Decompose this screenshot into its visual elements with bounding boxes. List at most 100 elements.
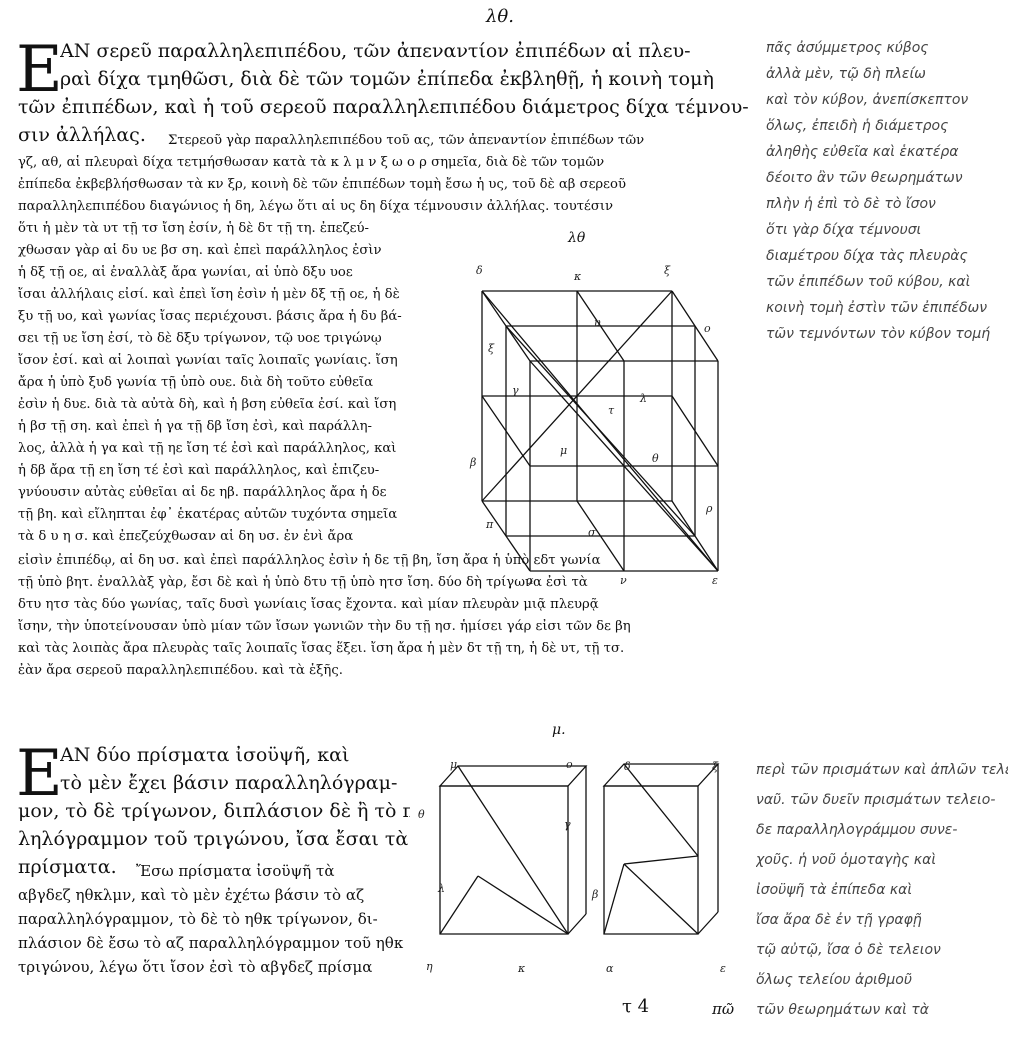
- point-label: γ: [564, 818, 571, 831]
- proof-line: παραλληλόγραμμον, τὸ δὲ τὸ ηθκ τρίγωνον,…: [18, 910, 378, 928]
- prop1-head-line: σιν ἀλλήλας.: [18, 124, 146, 146]
- point-label: ο: [566, 758, 573, 771]
- margin-note-line: ἴσα ἄρα δὲ ἐν τῇ γραφῇ: [756, 912, 922, 928]
- margin-note-line: χοῦς. ἡ νοῦ ὁμοταγὴς καὶ: [756, 852, 937, 868]
- proof-line: γζ, αθ, αἱ πλευραὶ δίχα τετμήσθωσαν κατὰ…: [18, 155, 605, 170]
- proof-line: εἰσὶν ἐπιπέδῳ, αἱ δη υσ. καὶ ἐπεὶ παράλλ…: [18, 553, 601, 568]
- margin-note-line: διαμέτρου δίχα τὰς πλευρὰς: [766, 248, 968, 264]
- margin-note-line: κοινὴ τομὴ ἐστὶν τῶν ἐπιπέδων: [766, 300, 988, 316]
- margin-note-line: δε παραλληλογράμμου συνε-: [756, 822, 958, 838]
- figure1-cube-diagram: [481, 290, 719, 572]
- proof-line: καὶ τὰς λοιπὰς ἄρα πλευρὰς ταῖς λοιπαῖς …: [18, 641, 625, 656]
- margin-note-line: ἀλλὰ μὲν, τῷ δὴ πλείω: [766, 66, 926, 82]
- proof-line: δτυ ητσ τὰς δύο γωνίας, ταῖς δυσὶ γωνίαι…: [18, 597, 599, 612]
- edge: [697, 911, 719, 935]
- point-label: β: [470, 456, 477, 469]
- margin-note-line: ὅλως, ἐπειδὴ ἡ διάμετρος: [766, 118, 949, 134]
- catchword: πῶ: [712, 1000, 735, 1018]
- margin-note-line: ὅλως τελείου ἀριθμοῦ: [756, 972, 912, 988]
- proof-line: τὰ δ υ η σ. καὶ ἐπεζεύχθωσαν αἱ δη υσ. ἐ…: [18, 529, 354, 544]
- prop1-head-line: ραὶ δίχα τμηθῶσι, διὰ δὲ τῶν τομῶν ἐπίπε…: [60, 68, 714, 90]
- figure1-title: λθ: [568, 230, 586, 246]
- proof-line: τῇ ὑπὸ βητ. ἐναλλὰξ γὰρ, ἔσι δὲ καὶ ἡ ὑπ…: [18, 575, 588, 590]
- proof-line: ἡ δξ τῇ οε, αἱ ἐναλλὰξ ἄρα γωνίαι, αἱ ὑπ…: [18, 265, 353, 280]
- point-label: θ: [652, 452, 659, 465]
- edge: [481, 395, 531, 467]
- margin-note-line: ἀληθὴς εὐθεῖα καὶ ἑκατέρα: [766, 144, 959, 160]
- prop2-head-line: πρίσματα.: [18, 856, 117, 878]
- point-label: β: [592, 888, 599, 901]
- point-label: τ: [608, 404, 615, 417]
- edge: [439, 875, 479, 935]
- proof-line: ἴσαι ἀλλήλαις εἰσί. καὶ ἐπεὶ ἴση ἐσὶν ἡ …: [18, 287, 400, 302]
- page-number: λθ.: [486, 6, 514, 27]
- point-label: δ: [624, 760, 631, 773]
- diagonal: [529, 360, 719, 572]
- point-label: η: [426, 960, 433, 973]
- diagonal: [623, 763, 699, 857]
- proof-line: παραλληλεπιπέδου διαγώνιος ἡ δη, λέγω ὅτ…: [18, 199, 614, 214]
- proof-line: Στερεοῦ γὰρ παραλληλεπιπέδου τοῦ ας, τῶν…: [168, 133, 645, 148]
- proof-line: ἄρα ἡ ὑπὸ ξυδ γωνία τῇ ὑπὸ ουε. διὰ δὴ τ…: [18, 375, 373, 390]
- prop2-head-line: AN δύο πρίσματα ἰσοϋψῆ, καὶ: [60, 744, 350, 766]
- edge: [623, 855, 699, 865]
- edge: [603, 863, 625, 935]
- point-label: θ: [418, 808, 425, 821]
- margin-note-line: τῷ αὐτῷ, ἴσα ὁ δὲ τελειον: [756, 942, 941, 958]
- proof-line: Ἔσω πρίσματα ἰσοϋψῆ τὰ: [136, 862, 335, 880]
- point-label: μ: [560, 444, 568, 457]
- point-label: α: [606, 962, 614, 975]
- drop-cap: E: [16, 737, 63, 811]
- point-label: ρ: [706, 502, 713, 515]
- proof-line: λος, ἀλλὰ ἡ γα καὶ τῇ ηε ἴση τέ ἐσὶ καὶ …: [18, 441, 397, 456]
- proof-line: σει τῇ υε ἴση ἐσί, τὸ δὲ δξυ τρίγωνον, τ…: [18, 331, 382, 346]
- point-label: σ: [588, 526, 596, 539]
- proof-line: ξυ τῇ υο, καὶ γωνίας ἴσας περιέχουσι. βά…: [18, 309, 402, 324]
- point-label: π: [486, 518, 494, 531]
- proof-line: αβγδεζ ηθκλμν, καὶ τὸ μὲν ἐχέτω βάσιν τὸ…: [18, 886, 365, 904]
- drop-cap: E: [16, 33, 63, 107]
- point-label: λ: [438, 882, 445, 895]
- margin-note-line: περὶ τῶν πρισμάτων καὶ ἀπλῶν τελείων: [756, 762, 1008, 778]
- proof-line: ἡ βσ τῇ ση. καὶ ἐπεὶ ἡ γα τῇ δβ ἴση ἐσὶ,…: [18, 419, 372, 434]
- figure2-title: μ.: [552, 722, 566, 738]
- margin-note-line: δέοιτο ἂν τῶν θεωρημάτων: [766, 170, 963, 186]
- margin-note-line: πᾶς ἀσύμμετρος κύβος: [766, 40, 929, 56]
- point-label: κ: [518, 962, 526, 975]
- edge: [671, 395, 719, 467]
- diagonal: [457, 765, 569, 935]
- proof-line: ἴσον ἐσί. καὶ αἱ λοιπαὶ γωνίαι ταῖς λοιπ…: [18, 353, 398, 368]
- edge: [623, 863, 699, 935]
- margin-note-line: καὶ τὸν κύβον, ἀνεπίσκεπτον: [766, 92, 969, 108]
- prop2-head-line: τὸ μὲν ἔχει βάσιν παραλληλόγραμ-: [60, 772, 398, 794]
- proof-line: ἴσην, τὴν ὑποτείνουσαν ὑπὸ μίαν τῶν ἴσων…: [18, 619, 631, 634]
- prop1-head-line: τῶν ἐπιπέδων, καὶ ἡ τοῦ σερεοῦ παραλληλε…: [18, 96, 749, 118]
- proof-line: ἐσὶν ἡ δυε. διὰ τὰ αὐτὰ δὴ, καὶ ἡ βση εὐ…: [18, 397, 397, 412]
- point-label: γ: [512, 384, 519, 397]
- proof-line: ἡ δβ ἄρα τῇ εη ἴση τέ ἐσὶ καὶ παράλληλος…: [18, 463, 380, 478]
- margin-note-line: τῶν τεμνόντων τὸν κύβον τομή: [766, 326, 991, 342]
- proof-line: ἐὰν ἄρα σερεοῦ παραλληλεπιπέδου. καὶ τὰ …: [18, 663, 343, 678]
- edge: [477, 875, 569, 935]
- point-label: λ: [640, 392, 647, 405]
- point-label: ε: [712, 574, 718, 587]
- signature-mark: τ 4: [622, 996, 650, 1017]
- point-label: ν: [620, 574, 627, 587]
- face: [603, 785, 699, 935]
- margin-note-line: ἰσοϋψῆ τὰ ἐπίπεδα καὶ: [756, 882, 913, 898]
- edge: [567, 913, 587, 935]
- margin-note-line: ναῦ. τῶν δυεῖν πρισμάτων τελειο-: [756, 792, 996, 808]
- point-label: ξ: [488, 342, 495, 355]
- face: [602, 763, 720, 787]
- proof-line: γνύουσιν αὐτὰς εὐθεῖαι αἱ δε ηβ. παράλλη…: [18, 485, 387, 500]
- point-label: μ: [450, 758, 458, 771]
- point-label: α: [526, 574, 534, 587]
- point-label: ε: [720, 962, 726, 975]
- point-label: κ: [574, 270, 582, 283]
- margin-note-line: ὅτι γὰρ δίχα τέμνουσι: [766, 222, 922, 238]
- point-label: ο: [704, 322, 711, 335]
- point-label: δ: [476, 264, 483, 277]
- point-label: ξ: [712, 760, 719, 773]
- edge: [576, 500, 625, 572]
- prop2-head-line: ληλόγραμμον τοῦ τριγώνου, ἴσα ἔσαι τὰ: [18, 828, 409, 850]
